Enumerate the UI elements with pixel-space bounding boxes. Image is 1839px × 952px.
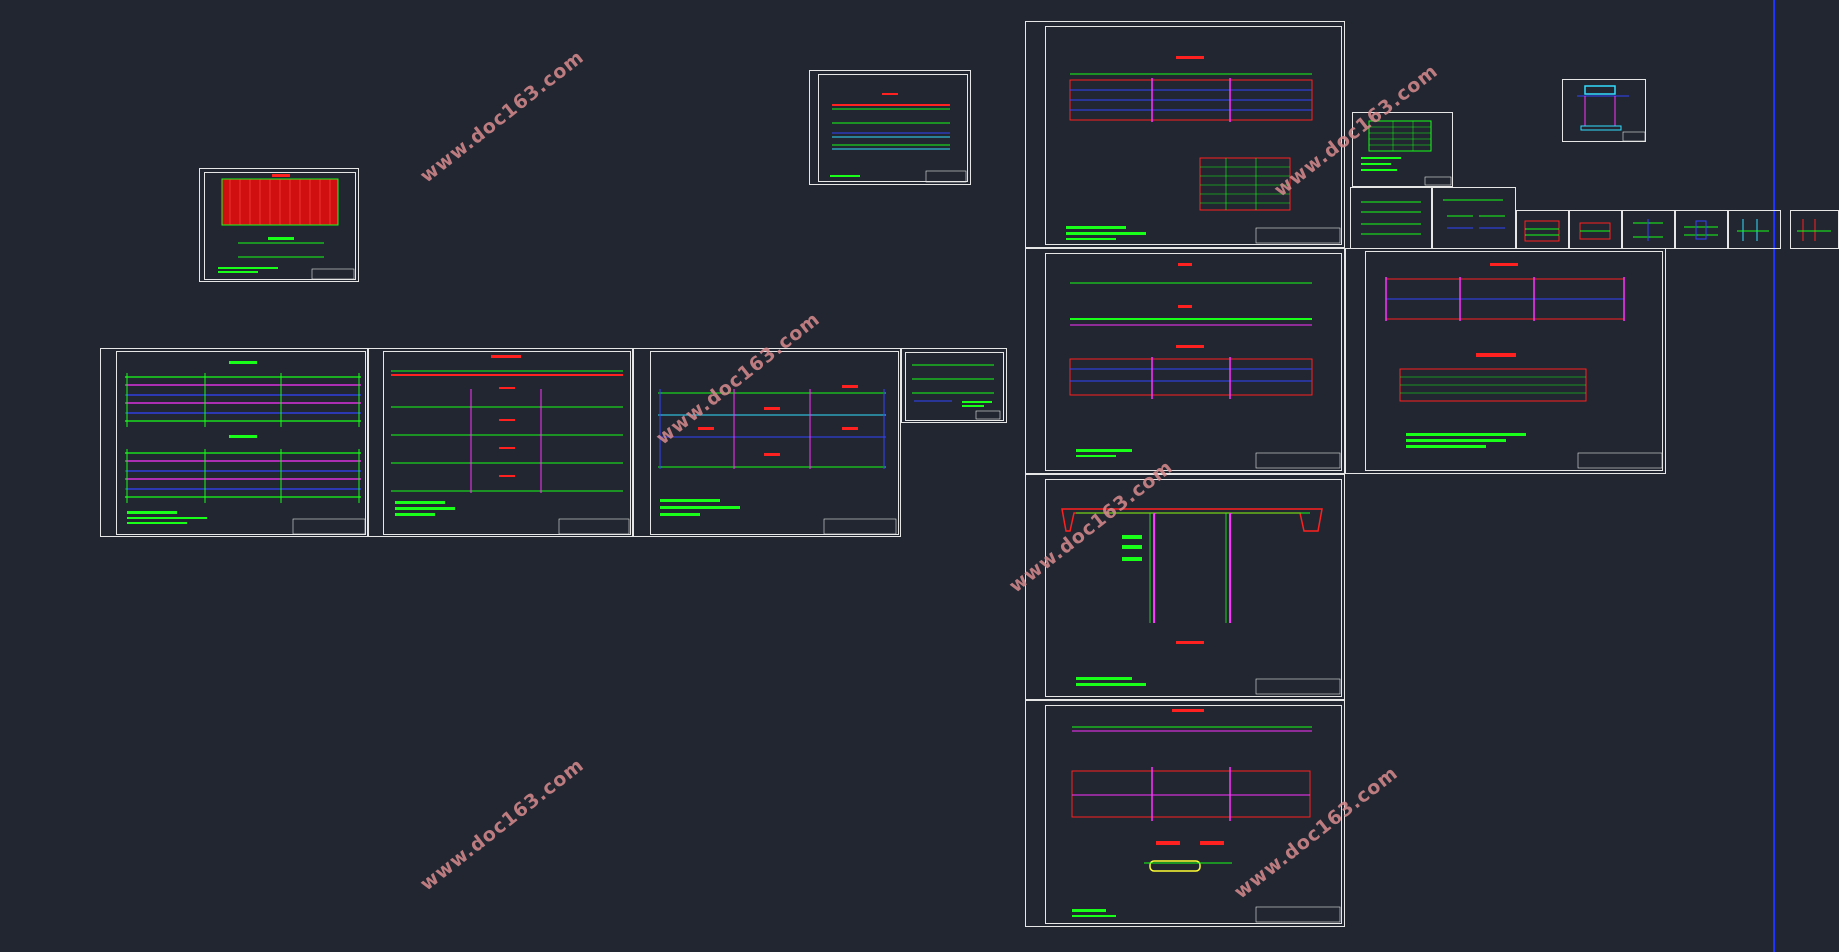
sheet-content [1385,263,1663,469]
drawing-sheet-right-1[interactable] [1025,21,1345,248]
sheet-content [1361,120,1452,186]
watermark: www.doc163.com [416,45,589,188]
drawing-sheet-thumb-8[interactable] [1790,210,1839,249]
viewport-boundary-line [1773,0,1775,952]
sheet-content [218,174,355,280]
sheet-border [1045,26,1342,245]
sheet-content [125,361,366,535]
sheet-content [1684,220,1718,240]
sheet-content [391,355,630,535]
sheet-content [658,385,897,535]
sheet-border [1045,479,1342,697]
sheet-border [204,172,356,280]
drawing-sheet-girder-elevation[interactable] [199,168,359,282]
drawing-sheet-section-small[interactable] [809,70,971,185]
drawing-sheet-plan-2[interactable] [368,348,633,537]
drawing-sheet-thumb-7[interactable] [1728,210,1781,249]
drawing-sheet-detail-small[interactable] [901,348,1007,423]
drawing-sheet-table[interactable] [1352,112,1453,187]
drawing-sheet-plan-1[interactable] [100,348,368,537]
drawing-sheet-elevation[interactable] [633,348,901,537]
sheet-border [1045,253,1342,471]
sheet-content [1577,85,1646,142]
sheet-border [1365,251,1663,471]
sheet-content [1361,201,1421,235]
sheet-border [1045,705,1342,924]
sheet-content [1066,56,1341,244]
drawing-sheet-thumb-3[interactable] [1516,210,1569,249]
drawing-sheet-right-2[interactable] [1025,248,1345,474]
watermark: www.doc163.com [416,753,589,896]
sheet-content [1579,222,1611,240]
drawing-sheet-right-3[interactable] [1025,474,1345,700]
sheet-content [1797,219,1831,241]
drawing-sheet-thumb-5[interactable] [1622,210,1675,249]
sheet-content [1443,199,1505,229]
sheet-content [1524,220,1560,242]
drawing-sheet-thumb-6[interactable] [1675,210,1728,249]
sheet-content [830,93,967,183]
sheet-border [116,351,366,535]
sheet-content [1069,263,1341,469]
drawing-sheet-section-blue[interactable] [1562,79,1646,142]
sheet-content [1737,219,1769,241]
sheet-border [650,351,899,535]
drawing-sheet-thumb-4[interactable] [1569,210,1622,249]
sheet-content [1633,219,1663,241]
sheet-content [1061,508,1341,695]
sheet-content [912,364,1001,420]
drawing-sheet-right-5[interactable] [1345,248,1666,474]
sheet-border [383,351,631,535]
sheet-border [905,352,1004,421]
drawing-sheet-thumb-2[interactable] [1432,187,1516,249]
sheet-border [818,74,968,182]
sheet-content [1071,709,1341,923]
drawing-sheet-right-4[interactable] [1025,700,1345,927]
drawing-sheet-thumb-1[interactable] [1350,187,1432,249]
